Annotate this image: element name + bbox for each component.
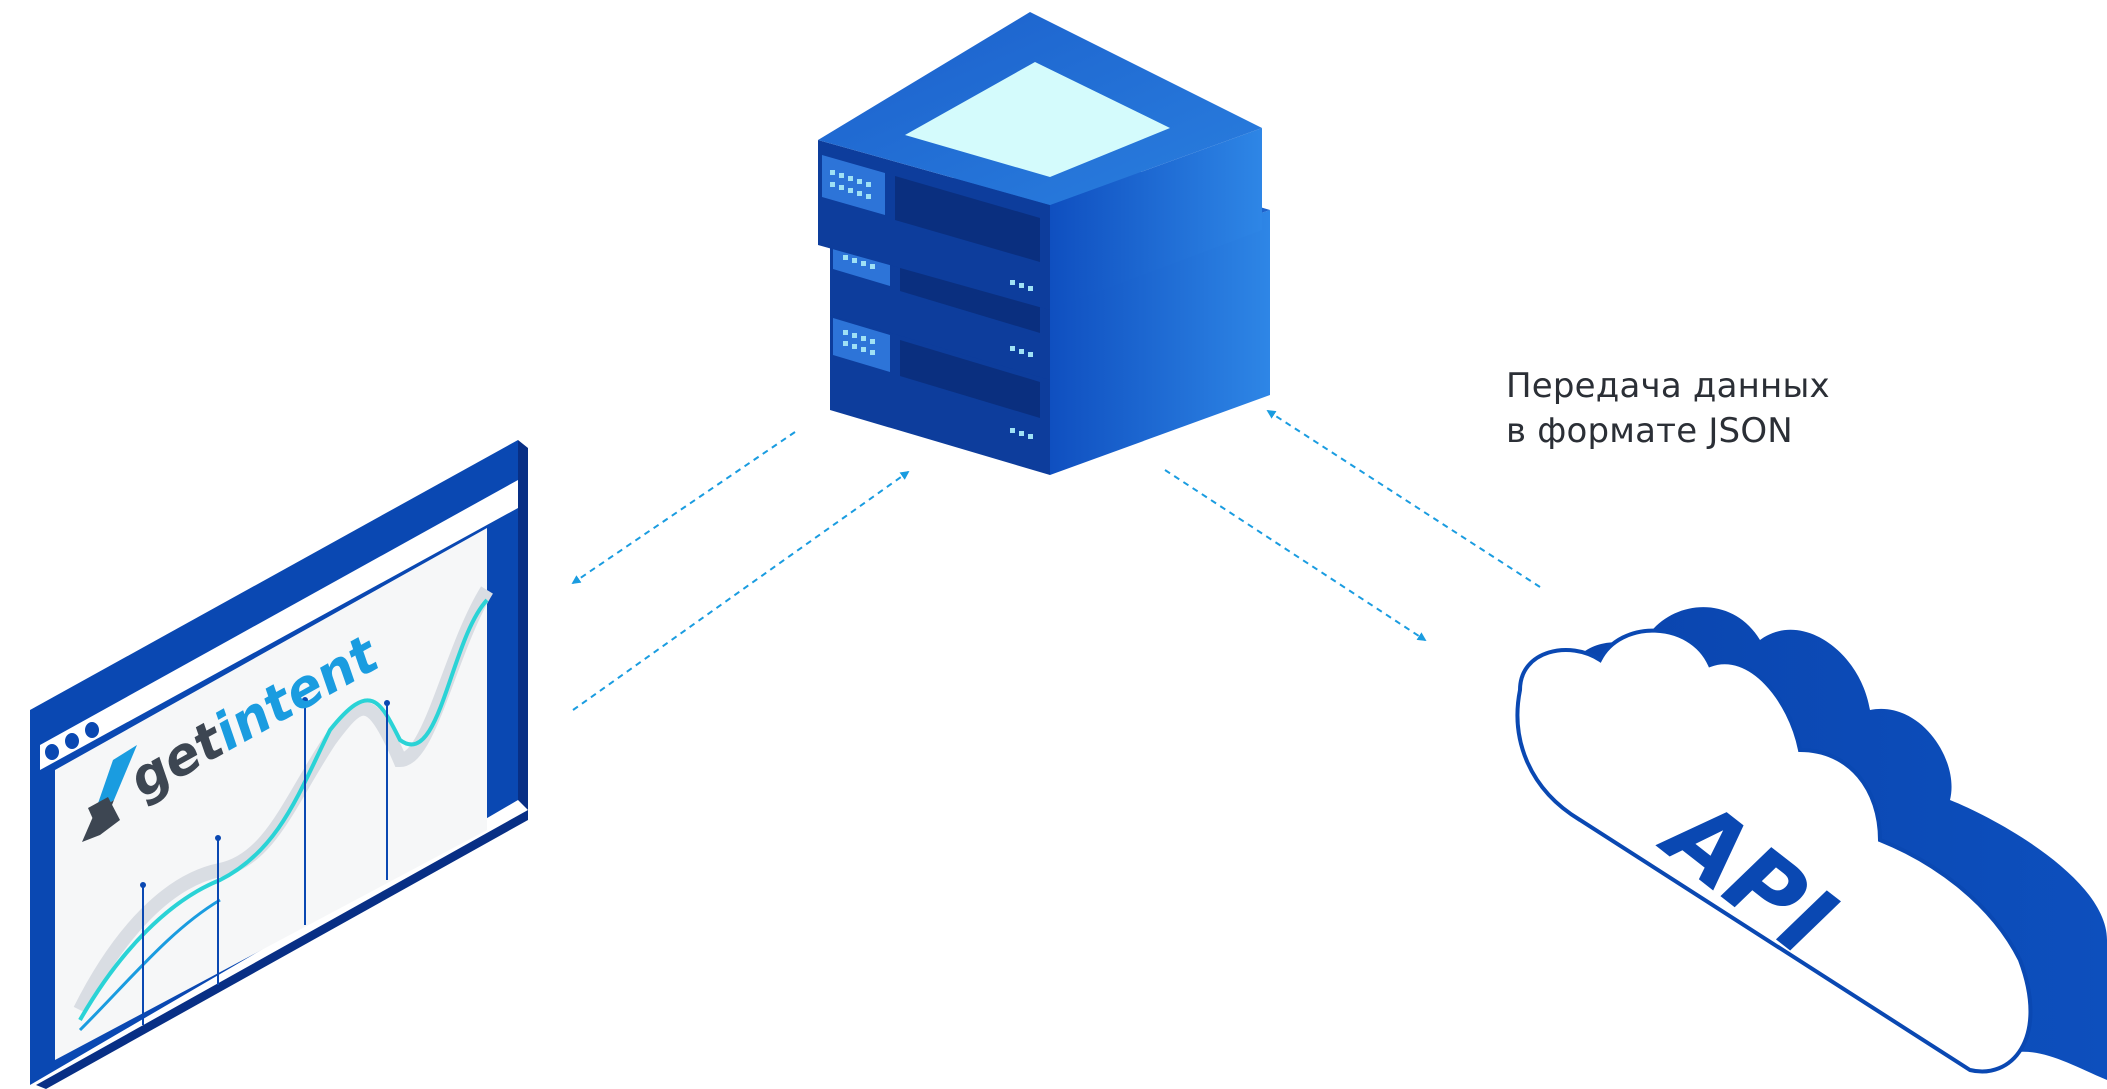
server-stack-icon	[818, 12, 1270, 475]
getintent-logo-icon	[82, 745, 137, 842]
browser-window-icon: getintent	[30, 440, 528, 1089]
browser-chart-blue-line	[78, 898, 221, 1032]
browser-window-dots	[45, 722, 99, 760]
arrow-server-to-browser	[571, 431, 796, 585]
browser-chart-grey-line	[73, 586, 493, 1014]
transfer-caption-line2: в формате JSON	[1506, 411, 1793, 451]
server-top-screen	[905, 62, 1170, 177]
api-cloud-icon: API	[1515, 607, 2107, 1080]
arrow-server-to-cloud	[1164, 469, 1427, 641]
browser-chart-markers	[142, 700, 388, 1025]
arrow-cloud-to-server	[1266, 410, 1541, 588]
transfer-caption-line1: Передача данных	[1506, 366, 1830, 406]
browser-screen	[55, 528, 487, 1060]
arrow-browser-to-server	[572, 470, 910, 711]
transfer-caption: Передача данных в формате JSON	[1506, 364, 1830, 454]
browser-chart-teal-line	[78, 598, 489, 1021]
data-flow-arrows	[571, 410, 1541, 711]
server-unit-top	[818, 12, 1262, 310]
api-cloud-face	[1515, 628, 2033, 1074]
